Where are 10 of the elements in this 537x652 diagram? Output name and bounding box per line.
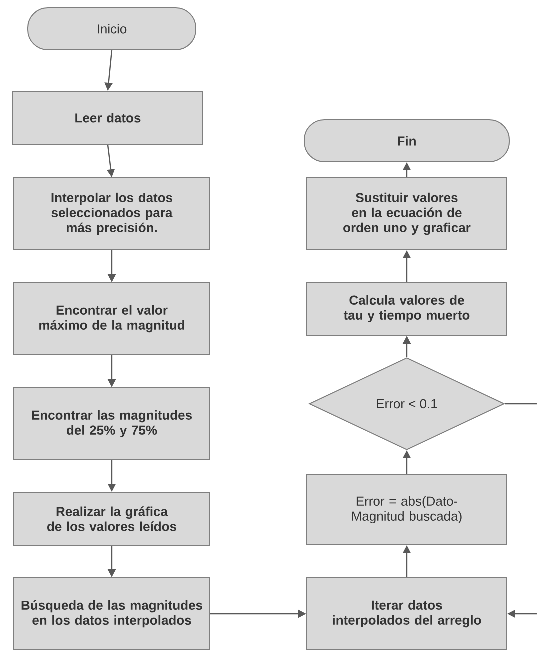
process-box: Encontrar el valor máximo de la magnitud <box>14 282 210 356</box>
process-box: Iterar datos interpolados del arreglo <box>306 578 508 650</box>
process-box: Calcula valores de tau y tiempo muerto <box>306 282 508 336</box>
process-box: Error = abs(Dato-Magnitud buscada) <box>306 474 508 546</box>
process-box: Sustituir valores en la ecuación de orden uno y graficar <box>306 178 508 250</box>
process-box: Búsqueda de las magnitudes en los datos interpolados <box>14 578 210 650</box>
process-box: Realizar la gráfica de los valores leídos <box>14 492 210 546</box>
process-box: Encontrar las magnitudes del 25% y 75% <box>14 388 210 460</box>
process-box: Interpolar los datos seleccionados para más precisión. <box>14 178 210 250</box>
process-box: Leer datos <box>12 91 204 145</box>
